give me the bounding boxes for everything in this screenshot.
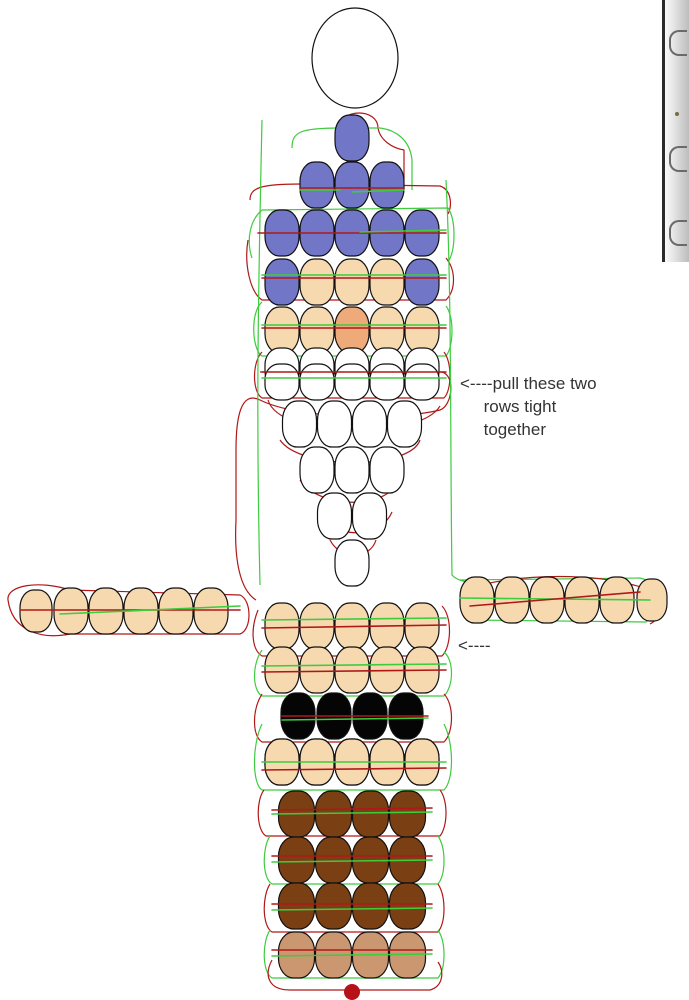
thread-line <box>261 624 447 629</box>
beard-bead <box>351 492 388 540</box>
thread-line <box>271 859 433 863</box>
thread-line <box>261 767 447 771</box>
thread-line <box>261 663 447 667</box>
leg-bead <box>388 790 427 838</box>
hat-bead <box>264 258 300 306</box>
hat-bead <box>334 258 370 306</box>
green-thread-loop <box>263 929 445 979</box>
thread-knot <box>344 984 360 1000</box>
thread-line <box>281 717 429 721</box>
hat-bead <box>369 161 405 209</box>
mustache-bead <box>369 363 405 401</box>
body-bead <box>264 646 300 694</box>
leg-bead <box>351 882 390 930</box>
face-bead <box>404 306 440 354</box>
thread-line <box>261 669 447 673</box>
left-arm-bead <box>53 587 89 635</box>
thread-line <box>359 229 447 233</box>
thread-line <box>351 189 405 193</box>
leg-bead <box>277 836 316 884</box>
right-arm-bead <box>459 576 495 624</box>
beard-bead <box>351 400 388 448</box>
hat-bead <box>299 258 335 306</box>
body-bead <box>334 646 370 694</box>
body-bead <box>299 602 335 650</box>
face-bead <box>299 306 335 354</box>
green-thread-loop <box>248 207 455 263</box>
beard-bead <box>316 400 353 448</box>
thread-paths-front <box>19 187 651 1000</box>
leg-bead <box>351 790 390 838</box>
leg-bead <box>388 882 427 930</box>
left-arm-bead <box>193 587 229 635</box>
leg-bead <box>277 882 316 930</box>
red-thread-loop <box>246 239 455 301</box>
beard-bead <box>281 400 318 448</box>
red-thread-loop <box>257 789 447 837</box>
pull-rows-annotation: <----pull these two rows tight together <box>460 374 597 439</box>
arm-row-arrow-annotation: <---- <box>458 636 491 655</box>
beard-bead <box>386 400 423 448</box>
leg-bead <box>314 882 353 930</box>
body-bead <box>264 602 300 650</box>
beard-bead <box>316 492 353 540</box>
beard-bead <box>299 446 335 494</box>
mustache-bead <box>334 363 370 401</box>
mustache-bead <box>404 363 440 401</box>
thread-line <box>261 617 447 621</box>
green-thread-loop <box>253 301 453 357</box>
left-arm-bead <box>19 589 53 633</box>
red-thread-loop <box>263 883 445 933</box>
thread-line <box>271 807 433 811</box>
head-oval <box>311 7 399 109</box>
face-bead <box>369 306 405 354</box>
hat-bead <box>334 161 370 209</box>
hat-bead <box>299 161 335 209</box>
beard-bead <box>334 446 370 494</box>
hat-bead <box>404 258 440 306</box>
beard-bead <box>334 539 370 587</box>
green-thread-loop <box>253 649 453 697</box>
thread-line <box>469 591 641 607</box>
thread-line <box>271 953 433 957</box>
green-thread-loop <box>263 835 445 885</box>
green-thread-loop <box>253 723 453 791</box>
hat-bead <box>334 114 370 162</box>
red-thread-loop <box>235 371 452 601</box>
face-bead <box>264 306 300 354</box>
thread-line <box>271 907 433 911</box>
left-arm-bead <box>158 587 194 635</box>
cropped-photo-strip <box>662 0 689 262</box>
leg-bead <box>314 836 353 884</box>
face-bead <box>334 306 370 354</box>
mustache-bead <box>264 363 300 401</box>
body-bead <box>299 646 335 694</box>
thread-line <box>271 811 433 815</box>
hat-bead <box>369 258 405 306</box>
bead-grid <box>19 7 668 979</box>
beard-bead <box>369 446 405 494</box>
thread-line <box>59 605 241 615</box>
red-thread-loop <box>267 959 443 991</box>
green-thread-loop <box>257 119 481 586</box>
right-arm-bead <box>494 576 530 624</box>
mustache-bead <box>299 363 335 401</box>
